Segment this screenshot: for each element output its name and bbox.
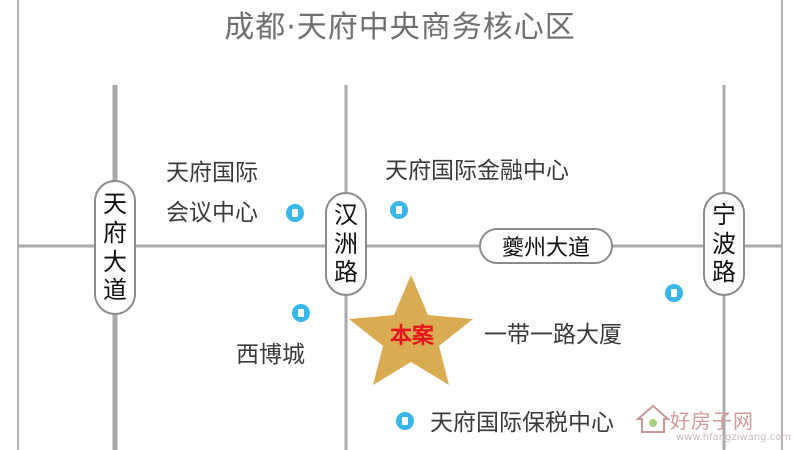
place-convention-center-line2: 会议中心 (166, 200, 258, 226)
road-char: 道 (103, 276, 127, 305)
place-belt-road-tower: 一带一路大厦 (484, 322, 622, 348)
road-char: 府 (103, 218, 127, 247)
road-char: 洲 (334, 229, 358, 258)
road-char: 宁 (712, 200, 736, 229)
location-pin-icon (390, 201, 408, 219)
road-label-hanzhou: 汉 洲 路 (325, 192, 367, 296)
road-char: 路 (334, 258, 358, 287)
road-char: 天 (103, 189, 127, 218)
project-star-icon (349, 275, 473, 385)
road-label-ningbo: 宁 波 路 (703, 192, 745, 296)
road-char: 路 (712, 258, 736, 287)
project-label: 本案 (390, 324, 435, 349)
road-char: 汉 (334, 200, 358, 229)
house-icon (636, 404, 670, 433)
place-finance-center: 天府国际金融中心 (385, 158, 569, 184)
watermark-name: 好房子网 (670, 408, 754, 433)
road-char: 波 (712, 229, 736, 258)
location-pin-icon (396, 412, 414, 430)
place-xibo-city: 西博城 (236, 342, 305, 368)
map-title: 成都·天府中央商务核心区 (224, 10, 576, 45)
watermark-url: www.hfangziwang.com (676, 432, 792, 443)
place-convention-center-line1: 天府国际 (166, 160, 258, 186)
road-char: 大 (103, 247, 127, 276)
location-pin-icon (286, 204, 304, 222)
road-label-kuizhou: 夔州大道 (479, 228, 613, 264)
watermark-logo: 好房子网 (636, 404, 754, 434)
location-pin-icon (292, 304, 310, 322)
place-bonded-center: 天府国际保税中心 (430, 410, 614, 436)
road-label-tianfu-avenue: 天 府 大 道 (94, 180, 136, 315)
location-pin-icon (665, 284, 683, 302)
